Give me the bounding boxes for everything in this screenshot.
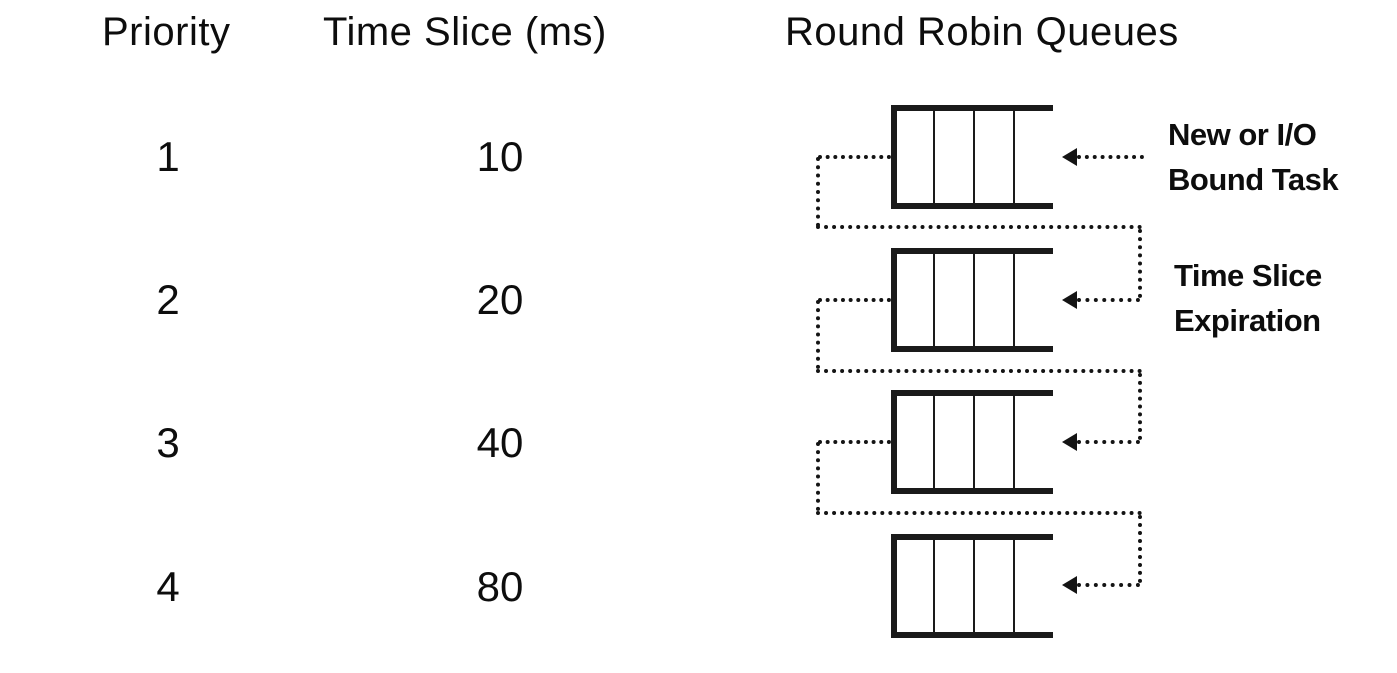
dotted-line [816,157,820,227]
dotted-line [1077,155,1144,159]
dotted-line [1138,229,1142,298]
dotted-line [818,440,891,444]
time-slice-header: Time Slice (ms) [323,10,607,54]
dotted-line [816,300,820,369]
expiration-label-line2: Expiration [1174,303,1321,338]
dotted-line [818,155,891,159]
priority-value: 4 [156,563,180,610]
dotted-line [1077,298,1140,302]
queue-cell-divider [1013,396,1015,488]
dotted-line [816,442,820,511]
dotted-line [1138,373,1142,440]
priority-value: 2 [156,276,180,323]
queue-cell-divider [1013,111,1015,203]
arrowhead-icon [1062,576,1077,594]
queue-1 [891,105,1053,209]
time-slice-value: 20 [476,276,524,323]
queue-cell-divider [933,254,935,346]
dotted-line [816,511,1142,515]
queue-2 [891,248,1053,352]
round-robin-queues-header: Round Robin Queues [785,10,1179,54]
time-slice-value: 80 [476,563,524,610]
queue-cell-divider [933,540,935,632]
dotted-line [1077,583,1140,587]
dotted-line [1077,440,1140,444]
expiration-label-line1: Time Slice [1174,258,1322,293]
priority-value: 3 [156,419,180,466]
arrowhead-icon [1062,148,1077,166]
queue-cell-divider [973,254,975,346]
new-task-label: New or I/O Bound Task [1168,112,1339,202]
queue-4 [891,534,1053,638]
dotted-line [818,298,891,302]
dotted-line [816,225,1142,229]
queue-cell-divider [973,396,975,488]
new-task-label-line2: Bound Task [1168,162,1339,197]
arrowhead-icon [1062,433,1077,451]
priority-value: 1 [156,133,180,180]
queue-3 [891,390,1053,494]
queue-cell-divider [973,540,975,632]
priority-header: Priority [102,10,231,54]
time-slice-expiration-label: Time Slice Expiration [1174,253,1322,343]
new-task-label-line1: New or I/O [1168,117,1317,152]
queue-cell-divider [1013,540,1015,632]
queue-cell-divider [973,111,975,203]
dotted-line [816,369,1142,373]
dotted-line [1138,515,1142,583]
time-slice-value: 10 [476,133,524,180]
queue-cell-divider [933,111,935,203]
queue-cell-divider [933,396,935,488]
queue-cell-divider [1013,254,1015,346]
arrowhead-icon [1062,291,1077,309]
time-slice-value: 40 [476,419,524,466]
